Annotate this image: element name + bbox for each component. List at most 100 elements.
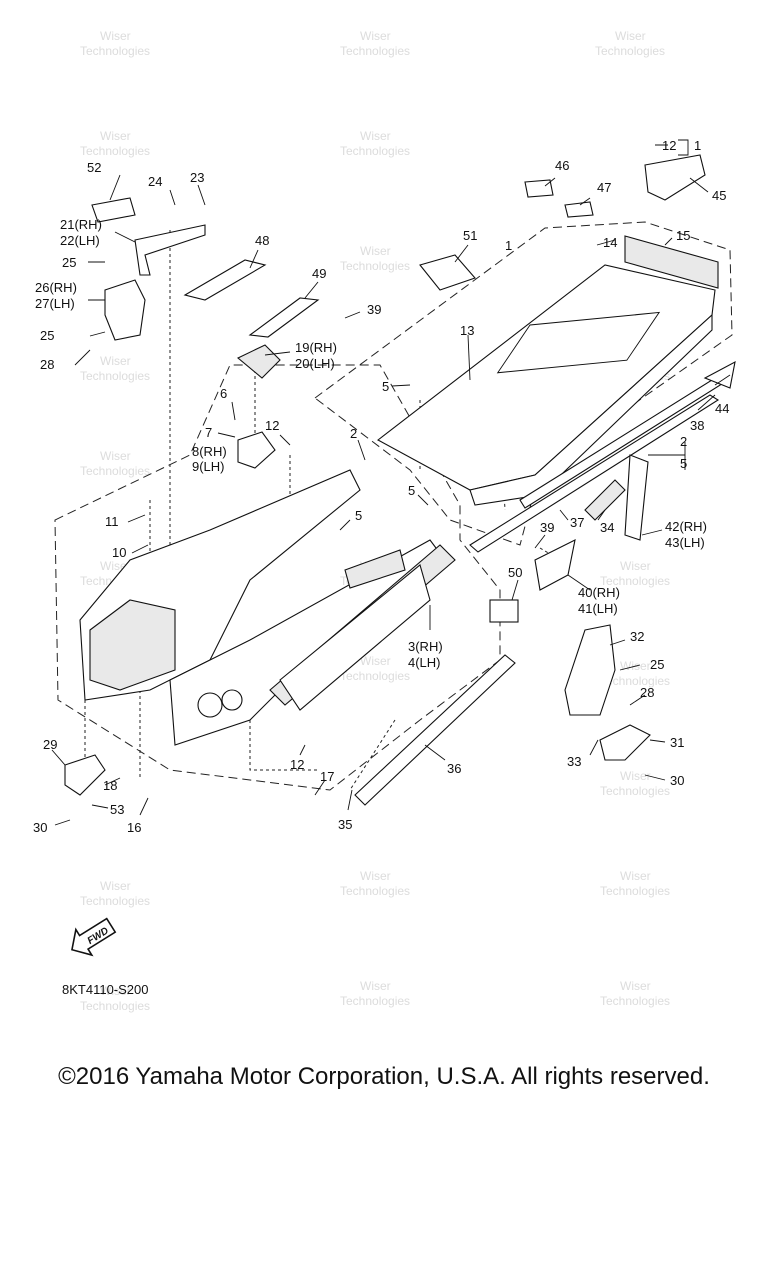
callout-2: 2 bbox=[350, 426, 357, 441]
callout-9: 9(LH) bbox=[192, 459, 225, 474]
leader bbox=[589, 739, 599, 756]
part-8-mount bbox=[237, 431, 276, 469]
svg-text:Wiser: Wiser bbox=[620, 769, 651, 783]
callout-11: 11 bbox=[105, 514, 119, 529]
svg-text:Technologies: Technologies bbox=[340, 144, 410, 158]
svg-text:Technologies: Technologies bbox=[600, 784, 670, 798]
callout-19: 19(RH) bbox=[295, 340, 337, 355]
svg-text:Wiser: Wiser bbox=[100, 29, 131, 43]
callout-36: 36 bbox=[447, 761, 461, 776]
leader bbox=[644, 774, 666, 781]
tunnel-side-flange bbox=[469, 313, 713, 506]
callout-20: 20(LH) bbox=[295, 356, 335, 371]
bearing-hole bbox=[197, 692, 223, 718]
leader bbox=[417, 494, 429, 506]
fwd-arrow-icon: FWD bbox=[71, 917, 117, 957]
callout-48: 48 bbox=[255, 233, 269, 248]
callout-4: 4(LH) bbox=[408, 655, 441, 670]
callout-31: 31 bbox=[670, 735, 684, 750]
svg-text:Technologies: Technologies bbox=[80, 369, 150, 383]
svg-text:Wiser: Wiser bbox=[100, 129, 131, 143]
leader bbox=[139, 797, 149, 816]
leader bbox=[357, 439, 366, 461]
leader bbox=[689, 177, 709, 193]
callout-25: 25 bbox=[650, 657, 664, 672]
callout-33: 33 bbox=[567, 754, 581, 769]
callouts: 12 1 45 52 23 24 46 47 21(RH) 22(LH) 48 … bbox=[33, 138, 729, 835]
callout-39: 39 bbox=[540, 520, 554, 535]
leader bbox=[664, 237, 673, 246]
callout-40: 40(RH) bbox=[578, 585, 620, 600]
callout-44: 44 bbox=[715, 401, 729, 416]
svg-text:Technologies: Technologies bbox=[80, 894, 150, 908]
callout-3: 3(RH) bbox=[408, 639, 443, 654]
callout-12: 12 bbox=[662, 138, 676, 153]
callout-38: 38 bbox=[690, 418, 704, 433]
callout-13: 13 bbox=[460, 323, 474, 338]
part-50-block bbox=[489, 599, 519, 623]
leader bbox=[511, 579, 519, 601]
leader bbox=[649, 739, 666, 743]
leader bbox=[424, 744, 446, 761]
callout-12: 12 bbox=[290, 757, 304, 772]
callout-5: 5 bbox=[680, 456, 687, 471]
svg-text:Wiser: Wiser bbox=[360, 979, 391, 993]
chassis-frame bbox=[79, 469, 456, 746]
callout-18: 18 bbox=[103, 778, 117, 793]
tunnel-cutout bbox=[496, 311, 661, 374]
callout-35: 35 bbox=[338, 817, 352, 832]
callout-8: 8(RH) bbox=[192, 444, 227, 459]
leader bbox=[579, 197, 591, 206]
leader bbox=[534, 534, 546, 549]
bearing-hole bbox=[221, 689, 243, 711]
leader bbox=[54, 819, 71, 826]
rail-37 bbox=[469, 394, 720, 553]
callout-29: 29 bbox=[43, 737, 57, 752]
callout-46: 46 bbox=[555, 158, 569, 173]
leader bbox=[74, 349, 91, 366]
callout-26: 26(RH) bbox=[35, 280, 77, 295]
part-21-bracket bbox=[134, 224, 206, 276]
callout-32: 32 bbox=[630, 629, 644, 644]
svg-text:Wiser: Wiser bbox=[360, 244, 391, 258]
svg-text:Wiser: Wiser bbox=[620, 869, 651, 883]
svg-text:Technologies: Technologies bbox=[595, 44, 665, 58]
leader bbox=[169, 189, 176, 206]
svg-text:Wiser: Wiser bbox=[100, 354, 131, 368]
callout-45: 45 bbox=[712, 188, 726, 203]
callout-30: 30 bbox=[670, 773, 684, 788]
copyright-notice: ©2016 Yamaha Motor Corporation, U.S.A. A… bbox=[58, 1063, 710, 1090]
leader bbox=[114, 231, 136, 243]
leader-lines bbox=[51, 139, 731, 826]
callout-15: 15 bbox=[676, 228, 690, 243]
leader bbox=[641, 529, 663, 536]
callout-28: 28 bbox=[40, 357, 54, 372]
front-bulkhead bbox=[89, 599, 176, 691]
leader bbox=[104, 777, 121, 786]
leader bbox=[567, 574, 591, 591]
leader bbox=[697, 394, 716, 411]
leader bbox=[314, 779, 326, 796]
leader bbox=[596, 239, 616, 246]
svg-text:Wiser: Wiser bbox=[360, 29, 391, 43]
leader bbox=[391, 384, 411, 387]
part-40-plate bbox=[534, 539, 576, 591]
part-47-label bbox=[564, 201, 594, 218]
callout-42: 42(RH) bbox=[665, 519, 707, 534]
callout-2: 2 bbox=[680, 434, 687, 449]
small-parts bbox=[64, 154, 706, 796]
svg-text:Technologies: Technologies bbox=[600, 674, 670, 688]
callout-12: 12 bbox=[265, 418, 279, 433]
svg-text:Technologies: Technologies bbox=[340, 994, 410, 1008]
callout-21: 21(RH) bbox=[60, 217, 102, 232]
svg-text:Technologies: Technologies bbox=[340, 44, 410, 58]
